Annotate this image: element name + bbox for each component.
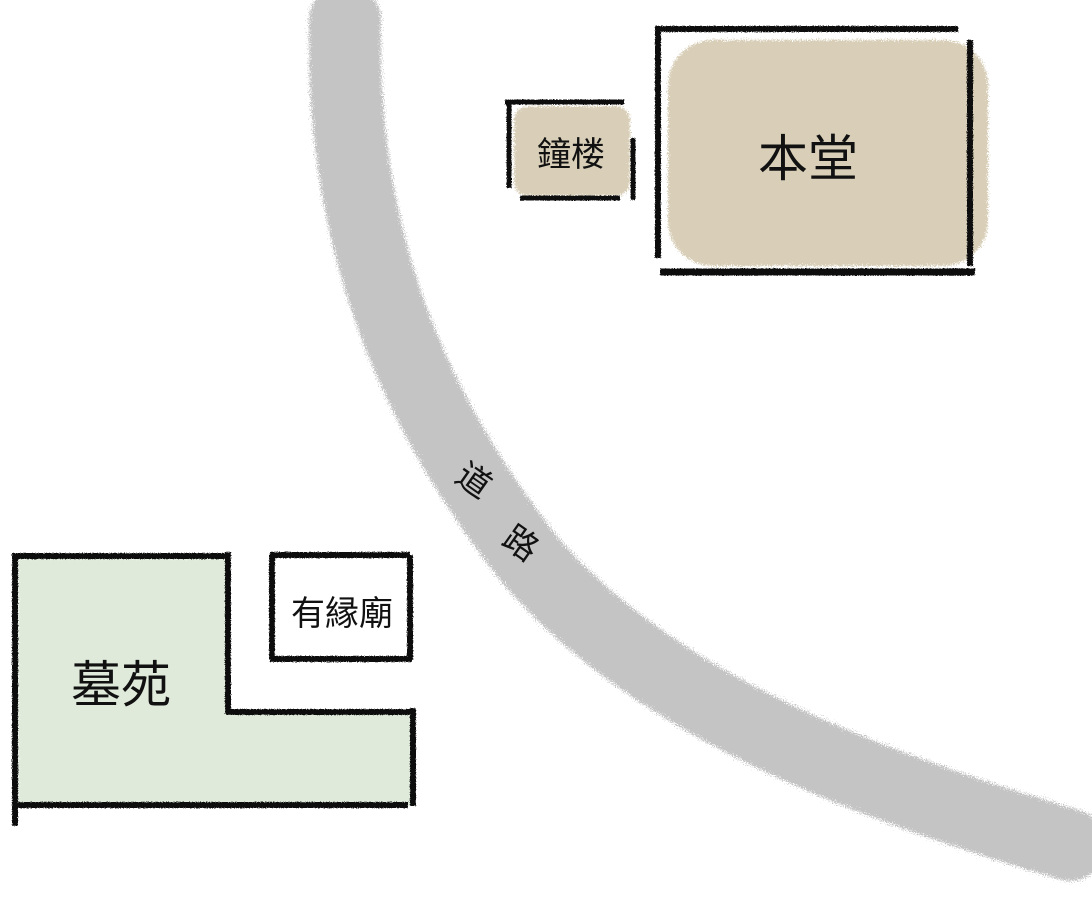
shrine-label: 有縁廟 [291, 594, 393, 634]
main-hall-area [668, 40, 988, 266]
cemetery-walls [12, 552, 416, 826]
cemetery-label: 墓苑 [71, 656, 171, 714]
cemetery-area [18, 558, 414, 806]
bell-tower-label: 鐘楼 [537, 135, 605, 175]
main-hall: 本堂 [655, 26, 988, 276]
bell-tower-walls [505, 99, 636, 201]
shrine: 有縁廟 [269, 552, 413, 662]
shrine-area [273, 556, 411, 660]
main-hall-walls [655, 26, 975, 276]
bell-tower: 鐘楼 [505, 99, 636, 201]
cemetery: 墓苑 [12, 552, 416, 826]
road [308, 0, 1092, 881]
shrine-walls [269, 552, 413, 662]
bell-tower-area [514, 106, 630, 196]
main-hall-label: 本堂 [758, 130, 858, 188]
